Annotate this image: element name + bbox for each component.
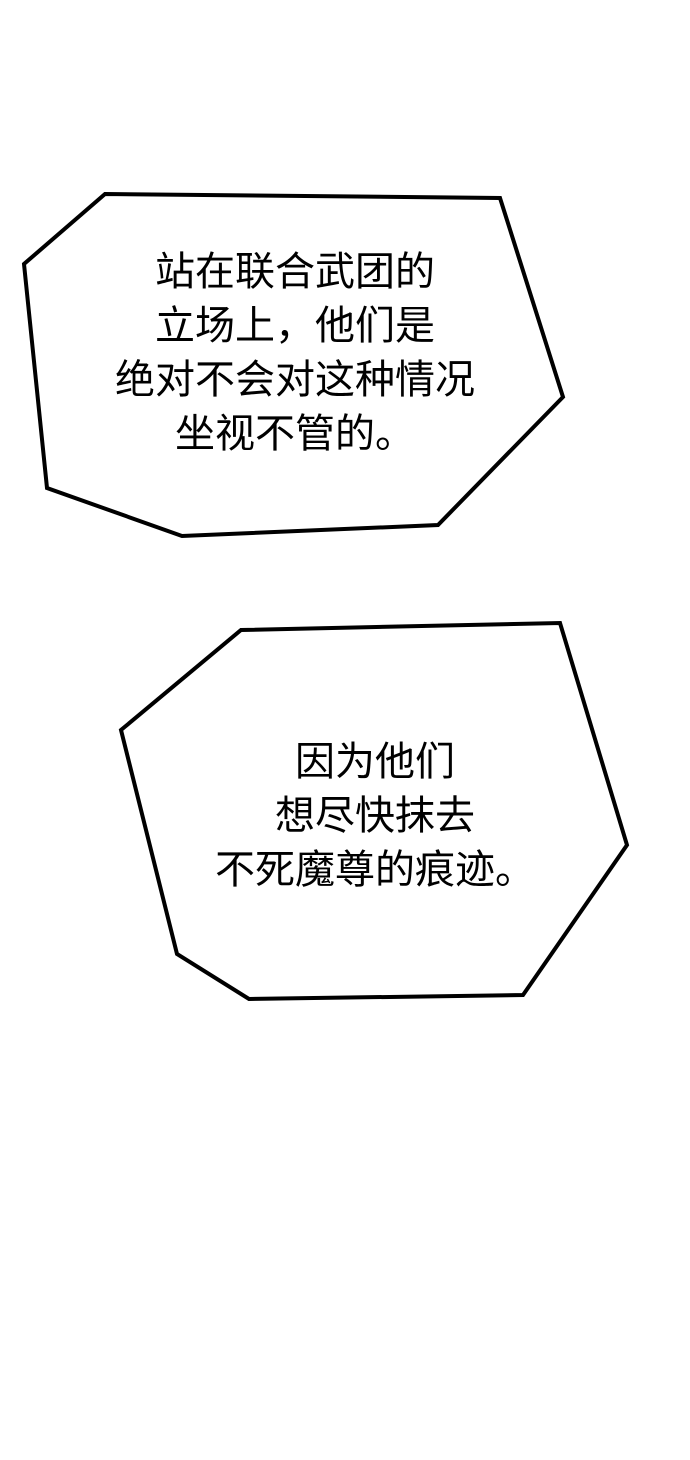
bubble-2-line-1: 因为他们 bbox=[295, 739, 455, 785]
bubble-2-line-3: 不死魔尊的痕迹。 bbox=[215, 847, 535, 893]
speech-bubble-1-text: 站在联合武团的 立场上，他们是 绝对不会对这种情况 坐视不管的。 bbox=[60, 245, 530, 461]
bubble-1-line-4: 坐视不管的。 bbox=[175, 411, 415, 457]
speech-bubble-2-outline bbox=[118, 620, 630, 1002]
speech-bubble-2-text: 因为他们 想尽快抹去 不死魔尊的痕迹。 bbox=[175, 735, 575, 897]
bubble-1-line-3: 绝对不会对这种情况 bbox=[115, 357, 475, 403]
bubble-2-line-2: 想尽快抹去 bbox=[275, 793, 475, 839]
bubble-1-line-1: 站在联合武团的 bbox=[155, 249, 435, 295]
speech-bubble-1-outline bbox=[21, 191, 566, 539]
bubble-1-line-2: 立场上，他们是 bbox=[155, 303, 435, 349]
